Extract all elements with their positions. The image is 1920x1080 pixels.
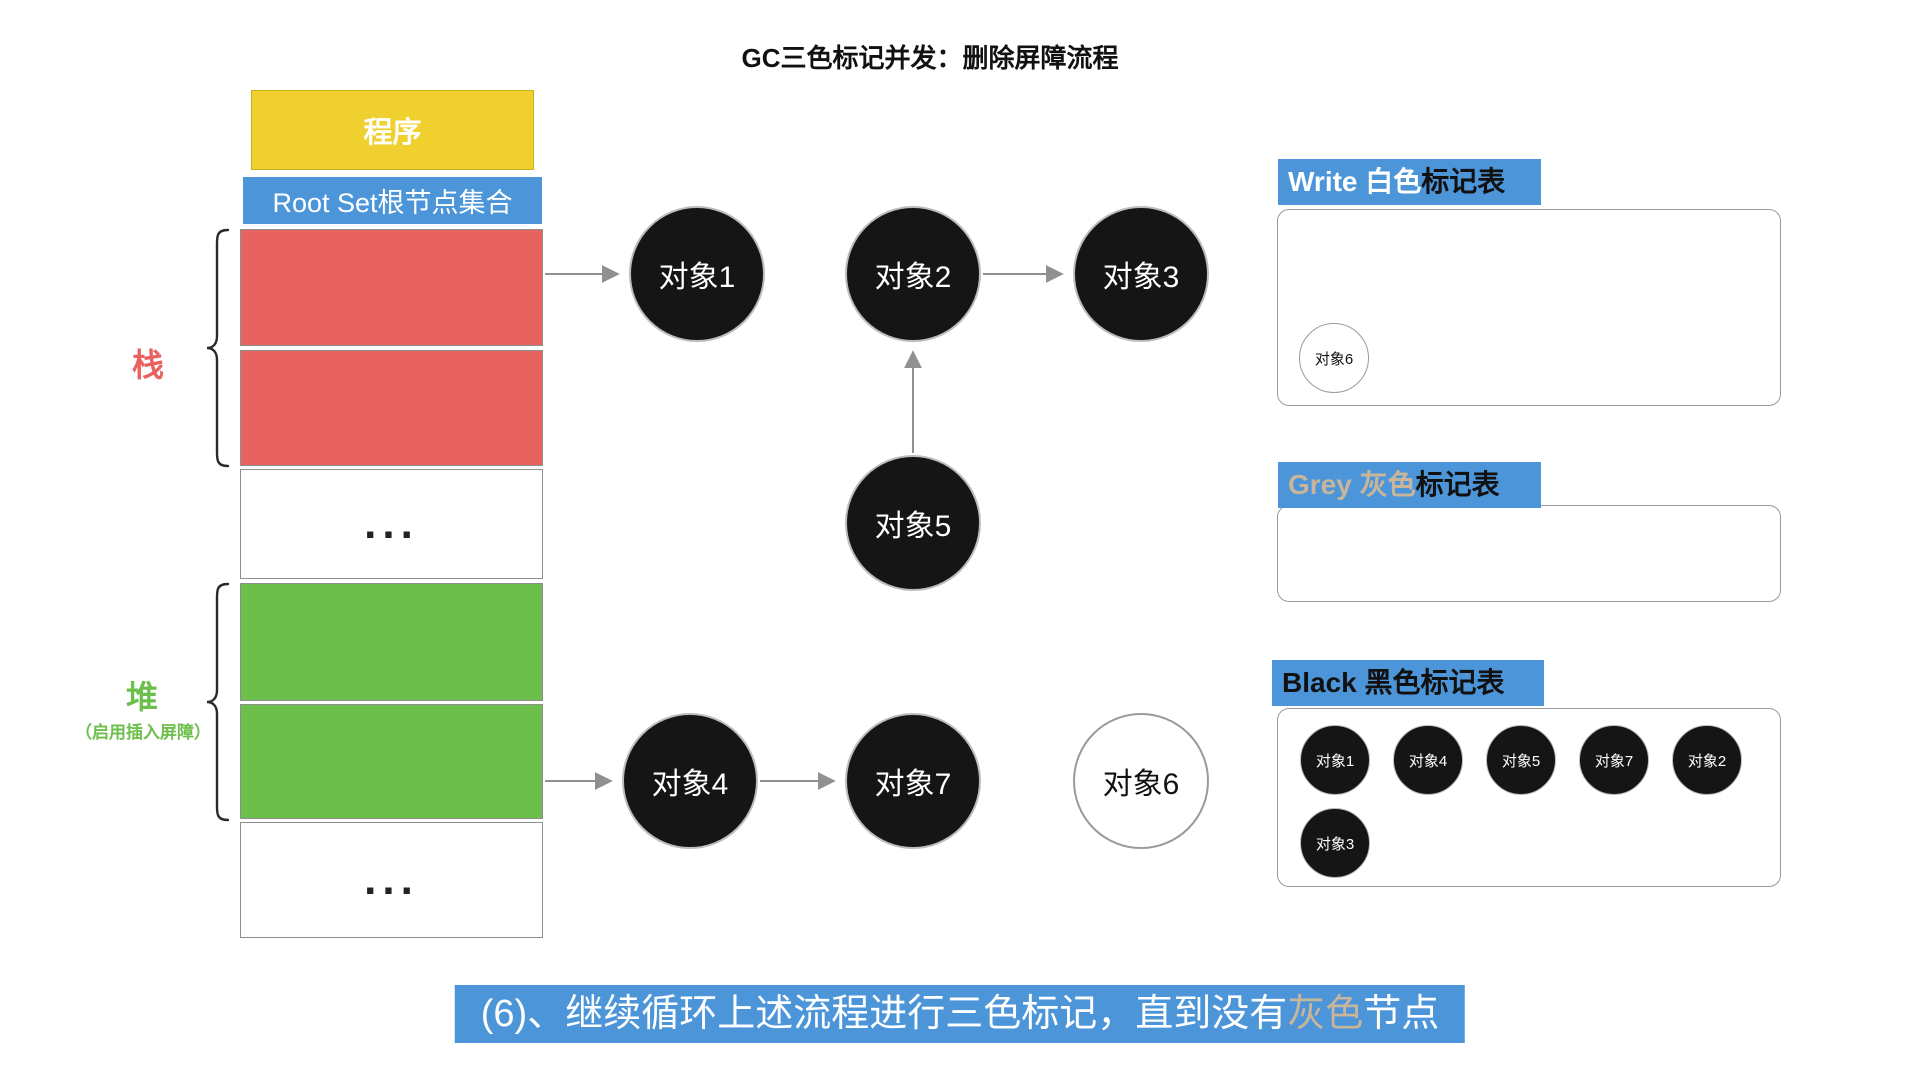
heap-label: 堆 [125, 679, 158, 715]
graph-node-obj4: 对象4 [622, 713, 758, 849]
black-table-item-obj1: 对象1 [1300, 725, 1370, 795]
graph-node-obj2: 对象2 [845, 206, 981, 342]
heap-note-label: （启用插入屏障） [75, 723, 211, 742]
graph-node-obj1: 对象1 [629, 206, 765, 342]
grey-table-box [1277, 505, 1781, 602]
caption-highlight: 灰色 [1287, 993, 1364, 1035]
white-table-title-rest: 标记表 [1421, 166, 1506, 197]
black-table-item-obj5: 对象5 [1486, 725, 1556, 795]
memory-ellipsis-top: ... [240, 469, 543, 579]
graph-node-obj6: 对象6 [1073, 713, 1209, 849]
grey-table-header: Grey 灰色标记表 [1278, 462, 1541, 508]
stack-segment-2 [240, 350, 543, 466]
black-table-header: Black 黑色标记表 [1272, 660, 1544, 706]
black-table-item-obj4: 对象4 [1393, 725, 1463, 795]
caption-suffix: 节点 [1363, 993, 1440, 1035]
black-table-item-obj7: 对象7 [1579, 725, 1649, 795]
stack-segment-1 [240, 229, 543, 346]
white-table-item-obj6: 对象6 [1299, 323, 1369, 393]
root-set-box: Root Set根节点集合 [243, 177, 542, 224]
grey-table-title-rest: 标记表 [1415, 469, 1500, 500]
black-table-item-obj3: 对象3 [1300, 808, 1370, 878]
caption-prefix: (6)、继续循环上述流程进行三色标记，直到没有 [480, 993, 1288, 1035]
ellipsis-text: ... [364, 855, 419, 904]
heap-segment-2 [240, 704, 543, 819]
black-table-title-rest: 标记表 [1420, 667, 1505, 698]
page-title: GC三色标记并发：删除屏障流程 [741, 43, 1119, 73]
step-caption: (6)、继续循环上述流程进行三色标记，直到没有灰色节点 [454, 985, 1466, 1043]
white-table-header: Write 白色标记表 [1278, 159, 1541, 205]
graph-node-obj7: 对象7 [845, 713, 981, 849]
black-table-item-obj2: 对象2 [1672, 725, 1742, 795]
graph-node-obj5: 对象5 [845, 455, 981, 591]
black-table-title-colored: Black 黑色 [1282, 667, 1421, 698]
grey-table-title-colored: Grey 灰色 [1288, 469, 1416, 500]
program-box: 程序 [251, 90, 534, 170]
stack-brace [206, 228, 230, 468]
graph-node-obj3: 对象3 [1073, 206, 1209, 342]
heap-brace [206, 582, 230, 822]
ellipsis-text: ... [364, 499, 419, 548]
stack-label: 栈 [131, 347, 164, 383]
heap-segment-1 [240, 583, 543, 701]
memory-ellipsis-bottom: ... [240, 822, 543, 938]
white-table-title-colored: Write 白色 [1288, 166, 1422, 197]
